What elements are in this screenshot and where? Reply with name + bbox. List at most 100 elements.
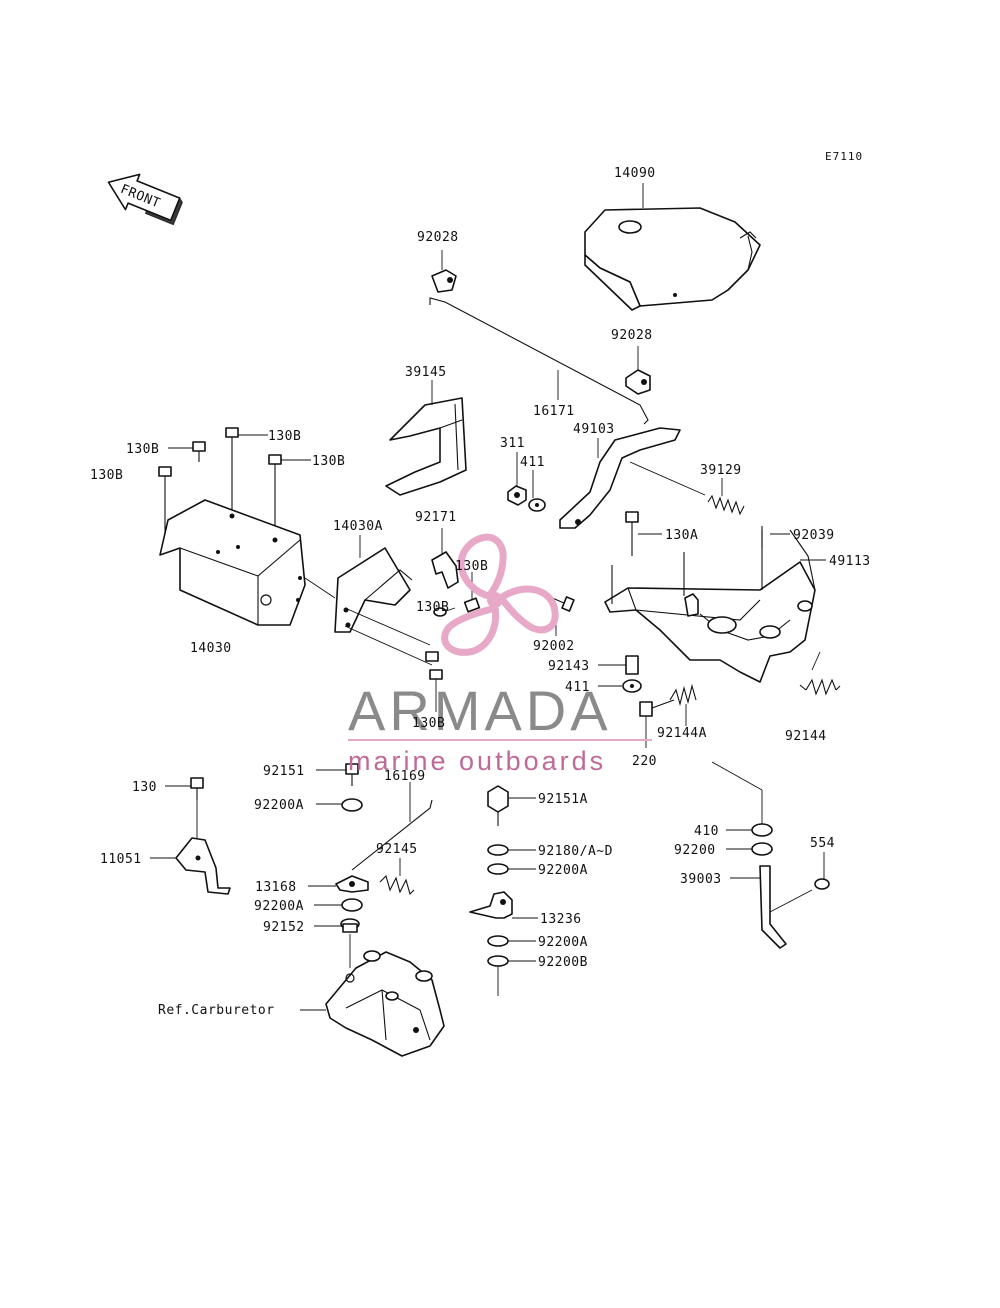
screw-92151a [487, 785, 536, 826]
label-39129: 39129 [700, 463, 742, 478]
label-49113: 49113 [829, 554, 871, 569]
label-130b-4: 130B [90, 468, 123, 483]
washer-92200 [726, 842, 773, 856]
box-14030 [159, 499, 336, 626]
watermark: ARMADA marine outboards [348, 533, 652, 776]
label-39003: 39003 [680, 872, 722, 887]
label-130b-5: 130B [455, 559, 488, 574]
diagram-code: E7110 [825, 150, 863, 163]
washer-92200b [487, 955, 536, 996]
label-16171: 16171 [533, 404, 575, 419]
bracket-49113 [604, 529, 826, 683]
label-92200a-3: 92200A [254, 899, 304, 914]
front-arrow-icon: FRONT [107, 173, 183, 226]
label-13236: 13236 [540, 912, 582, 927]
bolt-130b-1 [168, 441, 206, 462]
clip-92028-lower [625, 346, 651, 395]
label-92171: 92171 [415, 510, 457, 525]
lever-13168 [308, 875, 369, 893]
watermark-brand: ARMADA [348, 679, 612, 742]
label-130b-2: 130B [268, 429, 301, 444]
label-410: 410 [694, 824, 719, 839]
washer-411-upper [528, 470, 546, 512]
spring-39129 [707, 478, 745, 516]
bolt-130 [165, 777, 204, 800]
label-92180: 92180/A~D [538, 844, 613, 859]
bolt-130b-7 [425, 651, 443, 712]
clip-92028-upper [431, 250, 457, 293]
label-130a: 130A [665, 528, 698, 543]
bolt-220 [639, 699, 675, 748]
lever-39003 [730, 865, 813, 949]
label-11051: 11051 [100, 852, 142, 867]
label-92200a-4: 92200A [538, 935, 588, 950]
washer-92180 [487, 844, 536, 856]
label-92151a: 92151A [538, 792, 588, 807]
bracket-14030a [334, 535, 433, 666]
label-411-lower: 411 [565, 680, 590, 695]
cover-39145 [385, 380, 467, 496]
label-49103: 49103 [573, 422, 615, 437]
label-92152: 92152 [263, 920, 305, 935]
label-554: 554 [810, 836, 835, 851]
label-92002: 92002 [533, 639, 575, 654]
label-92200a-2: 92200A [538, 863, 588, 878]
label-92200b: 92200B [538, 955, 588, 970]
cover-14090 [584, 183, 761, 311]
lever-13236 [469, 891, 538, 919]
link-16169 [351, 782, 433, 871]
spring-92144a [669, 683, 697, 726]
label-92028-lower: 92028 [611, 328, 653, 343]
label-92144: 92144 [785, 729, 827, 744]
label-92145: 92145 [376, 842, 418, 857]
nut-311 [507, 452, 527, 506]
label-ref-carburetor: Ref.Carburetor [158, 1003, 275, 1018]
spring-92145 [379, 858, 415, 896]
washer-92200a-4 [487, 935, 536, 947]
pin-92039 [761, 526, 790, 548]
clamp-92171 [431, 528, 459, 589]
label-92151: 92151 [263, 764, 305, 779]
watermark-tagline: marine outboards [348, 746, 606, 776]
label-92028-upper: 92028 [417, 230, 459, 245]
propeller-logo-icon [441, 533, 559, 656]
label-130: 130 [132, 780, 157, 795]
label-39145: 39145 [405, 365, 447, 380]
label-14090: 14090 [614, 166, 656, 181]
bolt-130b-6 [433, 607, 456, 617]
label-130b-1: 130B [126, 442, 159, 457]
label-92200a-1: 92200A [254, 798, 304, 813]
screw-92151 [316, 763, 359, 786]
label-411-upper: 411 [520, 455, 545, 470]
label-14030a: 14030A [333, 519, 383, 534]
washer-410 [711, 761, 773, 837]
label-16169: 16169 [384, 769, 426, 784]
label-92144a: 92144A [657, 726, 707, 741]
label-14030: 14030 [190, 641, 232, 656]
bracket-11051 [150, 800, 231, 895]
washer-92200a-3 [487, 863, 536, 875]
label-130b-3: 130B [312, 454, 345, 469]
label-92200: 92200 [674, 843, 716, 858]
bolt-130b-2 [225, 427, 268, 516]
clip-554 [814, 852, 830, 890]
bolt-130a [625, 511, 662, 556]
bolt-130b-3 [268, 454, 311, 538]
label-130b-7: 130B [412, 716, 445, 731]
label-92039: 92039 [793, 528, 835, 543]
lever-49103 [559, 427, 706, 529]
label-130b-6: 130B [416, 600, 449, 615]
washer-92200a-1 [316, 798, 363, 812]
label-311: 311 [500, 436, 525, 451]
label-220: 220 [632, 754, 657, 769]
carburetor [300, 950, 445, 1057]
rod-16171 [429, 297, 649, 425]
washer-411-lower [598, 679, 642, 693]
collar-92143 [598, 655, 639, 675]
washer-92200a-2 [314, 898, 363, 912]
collar-92152 [314, 918, 360, 968]
label-13168: 13168 [255, 880, 297, 895]
label-92143: 92143 [548, 659, 590, 674]
spring-92144 [799, 651, 841, 696]
